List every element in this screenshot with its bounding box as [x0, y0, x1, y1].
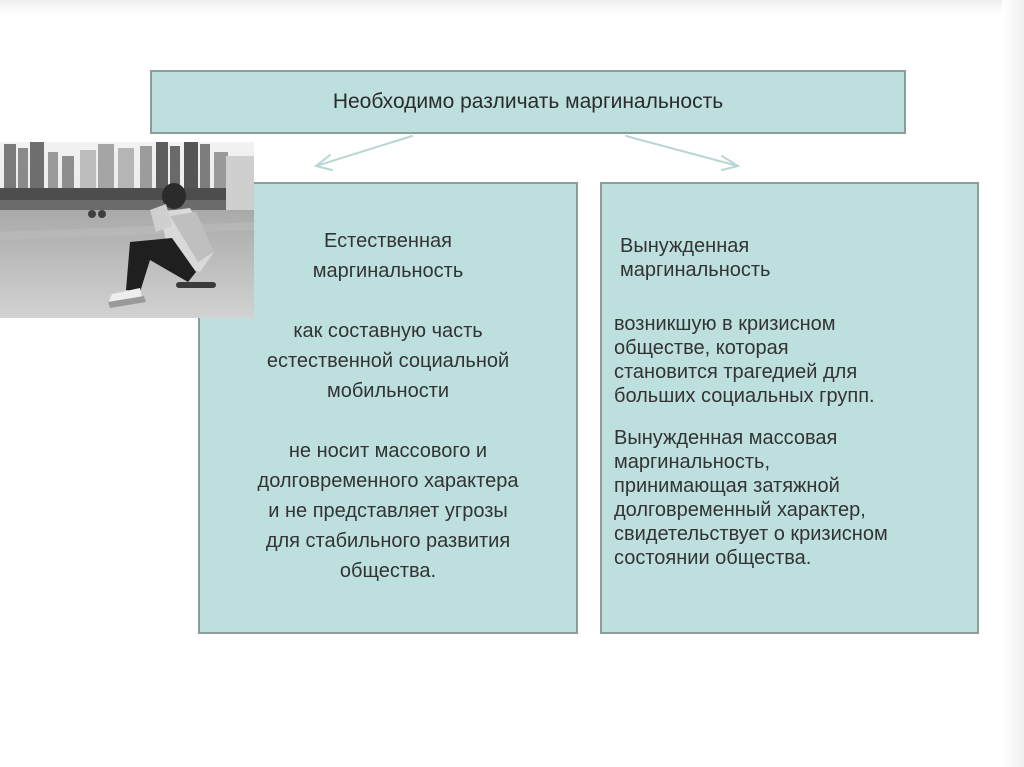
text-line: маргинальность,	[614, 451, 771, 473]
text-line: состоянии общества.	[614, 547, 812, 569]
forced-marginality-paragraph-1: возникшую в кризисном обществе, которая …	[614, 312, 970, 408]
text-line: и не представляет угрозы	[268, 500, 508, 522]
slide-right-shadow	[1002, 0, 1024, 767]
text-line: маргинальность	[620, 259, 771, 281]
arrow-left-head	[313, 154, 333, 171]
forced-marginality-title: Вынужденная маргинальность	[620, 234, 970, 282]
person-figure	[108, 183, 216, 308]
text-line: для стабильного развития	[265, 530, 511, 552]
text-line: Вынужденная	[620, 235, 750, 257]
text-line: обществе, которая	[614, 337, 789, 359]
text-line: мобильности	[326, 380, 450, 402]
natural-marginality-content: Естественная маргинальность как составну…	[200, 226, 576, 586]
text-line: общества.	[339, 560, 437, 582]
teen-on-skateboard-photo	[0, 142, 254, 318]
natural-marginality-title: Естественная маргинальность	[200, 226, 576, 286]
arrow-left	[315, 135, 413, 167]
text-line: естественной социальной	[266, 350, 510, 372]
text-line: маргинальность	[312, 260, 464, 282]
text-line: возникшую в кризисном	[614, 313, 836, 335]
text-line: не носит массового и	[288, 440, 488, 462]
text-line: больших социальных групп.	[614, 385, 875, 407]
natural-marginality-paragraph-1: как составную часть естественной социаль…	[200, 316, 576, 406]
natural-marginality-paragraph-2: не носит массового и долговременного хар…	[200, 436, 576, 586]
text-line: как составную часть	[293, 320, 483, 342]
diagram-title: Необходимо различать маргинальность	[332, 90, 724, 113]
title-box: Необходимо различать маргинальность	[150, 70, 906, 134]
text-line: принимающая затяжной	[614, 475, 840, 497]
arrow-right	[625, 135, 739, 167]
forced-marginality-content: Вынужденная маргинальность возникшую в к…	[614, 234, 970, 570]
forced-marginality-box: Вынужденная маргинальность возникшую в к…	[600, 182, 979, 634]
text-line: Вынужденная массовая	[614, 427, 838, 449]
text-line: долговременный характер,	[614, 499, 866, 521]
text-line: становится трагедией для	[614, 361, 858, 383]
arrow-right-head	[721, 155, 741, 171]
forced-marginality-paragraph-2: Вынужденная массовая маргинальность, при…	[614, 426, 970, 570]
natural-marginality-box: Естественная маргинальность как составну…	[198, 182, 578, 634]
text-line: Естественная	[324, 230, 452, 252]
text-line: долговременного характера	[257, 470, 519, 492]
text-line: свидетельствует о кризисном	[614, 523, 888, 545]
slide-top-shadow	[0, 0, 1024, 14]
